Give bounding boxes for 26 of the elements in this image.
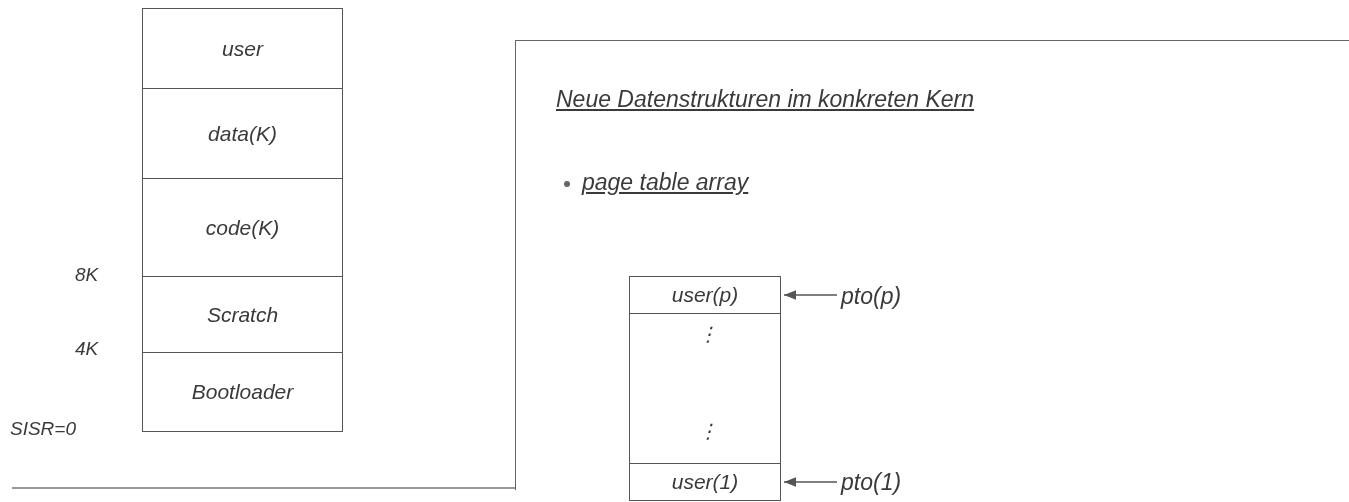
segment-label: user xyxy=(222,36,263,61)
address-label: 4K xyxy=(75,338,99,360)
memory-segment-box xyxy=(142,88,343,179)
table-row-box xyxy=(629,276,781,314)
segment-label: Scratch xyxy=(206,302,279,327)
ellipsis-mark: ⋮ xyxy=(698,322,718,346)
segment-label: code(K) xyxy=(205,215,280,240)
address-label: 8K xyxy=(75,264,99,286)
table-row-box xyxy=(629,313,781,464)
pointer-name: pto(p) xyxy=(841,282,902,310)
memory-segment-box xyxy=(142,178,343,277)
pointer-name: pto(1) xyxy=(841,468,902,496)
memory-segment-box xyxy=(142,276,343,353)
ellipsis-mark: ⋮ xyxy=(698,419,718,443)
address-label: SISR=0 xyxy=(10,418,76,440)
heading: Neue Datenstrukturen im konkreten Kern xyxy=(556,86,975,113)
memory-segment-box xyxy=(142,8,343,89)
segment-label: Bootloader xyxy=(191,380,294,404)
list-item: page table array xyxy=(582,169,749,196)
arrow xyxy=(783,290,838,300)
segment-label: data(K) xyxy=(208,121,277,146)
arrow xyxy=(783,477,838,487)
memory-segment-box xyxy=(142,352,343,432)
segment-label: user(p) xyxy=(671,283,739,307)
segment-label: user(1) xyxy=(671,470,739,494)
table-row-box xyxy=(629,463,781,501)
